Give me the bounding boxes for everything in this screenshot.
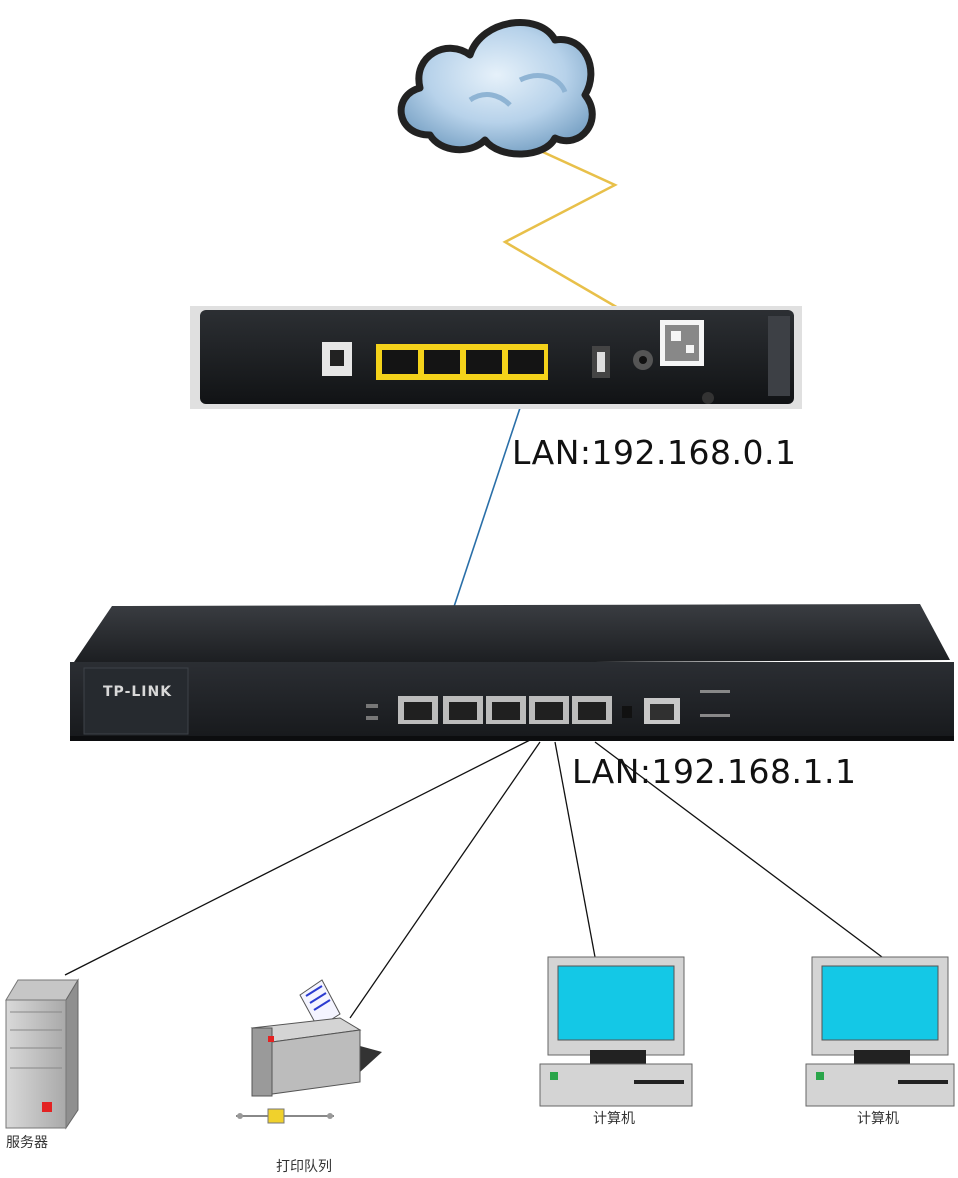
internet-link — [502, 135, 626, 314]
computer-icon — [539, 956, 693, 1107]
computer-caption: 计算机 — [593, 1111, 635, 1127]
router-brand-logo: TP-LINK — [103, 684, 173, 700]
internet-cloud-icon — [397, 19, 596, 158]
router-icon — [70, 604, 954, 741]
router-lan-label: LAN:192.168.1.1 — [572, 752, 857, 791]
printer-caption: 打印队列 — [276, 1159, 332, 1175]
lan-cables — [64, 737, 883, 1019]
printer-icon — [236, 979, 382, 1124]
server-icon — [5, 978, 79, 1130]
modem-lan-label: LAN:192.168.0.1 — [512, 433, 797, 472]
computer-caption: 计算机 — [857, 1111, 899, 1127]
modem-icon — [190, 306, 802, 409]
computer-icon — [805, 956, 955, 1107]
server-caption: 服务器 — [6, 1135, 48, 1151]
